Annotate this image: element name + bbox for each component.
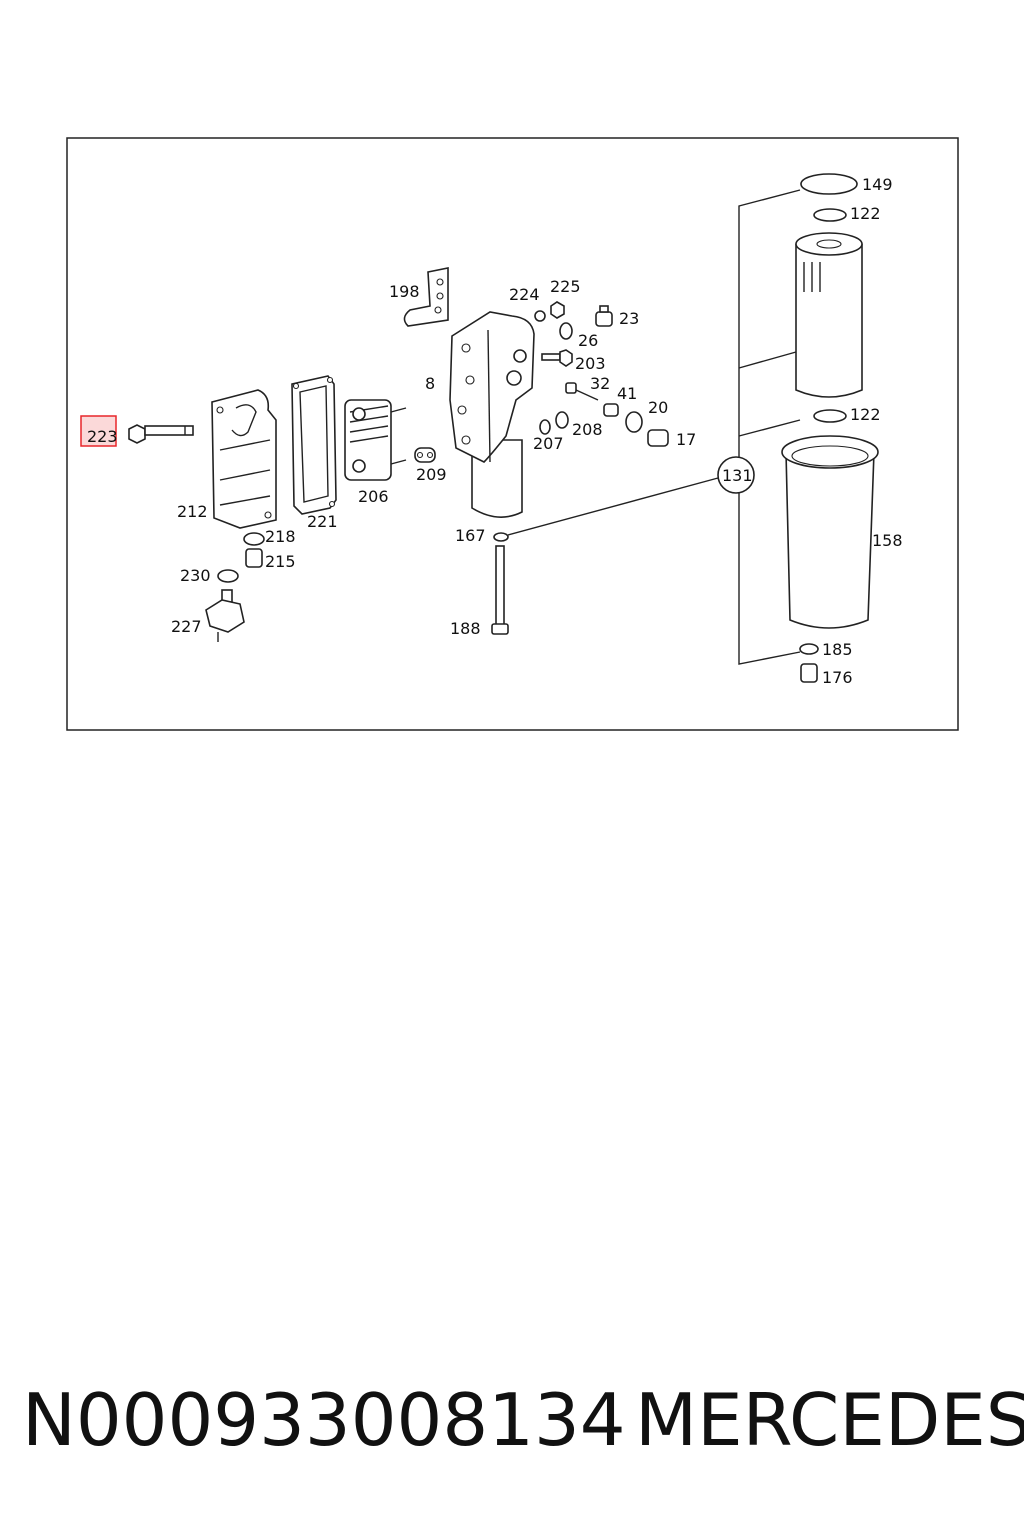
part-bracket-198 — [403, 267, 449, 327]
part-seal-122-bottom — [813, 409, 847, 423]
part-oring-149 — [800, 173, 858, 195]
part-plug-215 — [245, 548, 263, 568]
callout-212: 212 — [177, 502, 208, 521]
part-washer-167 — [493, 532, 509, 542]
callout-131: 131 — [722, 466, 753, 485]
callout-208: 208 — [572, 420, 603, 439]
part-nut-225 — [550, 301, 565, 319]
highlight-box-223[interactable] — [80, 415, 117, 447]
part-filter-housing-8 — [449, 311, 535, 518]
brand-caption: MERCEDES — [635, 1378, 1024, 1462]
part-plug-23 — [595, 305, 613, 327]
callout-218: 218 — [265, 527, 296, 546]
callout-221: 221 — [307, 512, 338, 531]
part-bolt-203 — [541, 349, 573, 367]
group-bracket-131 — [507, 189, 801, 665]
part-ring-185 — [799, 643, 819, 655]
part-filter-bowl-158 — [781, 435, 879, 629]
parts-diagram: 223 — [66, 137, 959, 731]
part-seal-208 — [555, 411, 569, 429]
part-number-caption: N000933008134 — [22, 1378, 626, 1462]
part-ring-218 — [243, 532, 265, 546]
callout-122-top: 122 — [850, 204, 881, 223]
part-sensor-227 — [205, 589, 245, 642]
part-filter-element — [795, 232, 863, 398]
callout-32: 32 — [590, 374, 610, 393]
callout-149: 149 — [862, 175, 893, 194]
part-washer-230 — [217, 569, 239, 583]
part-seal-122-top — [813, 208, 847, 222]
part-spring-41 — [603, 403, 619, 417]
callout-224: 224 — [509, 285, 540, 304]
callout-17: 17 — [676, 430, 696, 449]
diagram-frame — [66, 137, 959, 731]
part-ring-26 — [559, 322, 573, 340]
callout-206: 206 — [358, 487, 389, 506]
callout-215: 215 — [265, 552, 296, 571]
part-washer-224 — [534, 310, 546, 322]
callout-8: 8 — [425, 374, 435, 393]
part-bolt-188 — [491, 545, 509, 635]
callout-185: 185 — [822, 640, 853, 659]
callout-225: 225 — [550, 277, 581, 296]
part-bolt-223 — [128, 424, 194, 444]
callout-230: 230 — [180, 566, 211, 585]
part-oil-cooler-206 — [344, 399, 407, 481]
callout-41: 41 — [617, 384, 637, 403]
callout-207: 207 — [533, 434, 564, 453]
callout-223: 223 — [87, 427, 118, 446]
callout-176: 176 — [822, 668, 853, 687]
callout-203: 203 — [575, 354, 606, 373]
part-plug-17 — [647, 429, 669, 447]
callout-227: 227 — [171, 617, 202, 636]
callout-209: 209 — [416, 465, 447, 484]
callout-20: 20 — [648, 398, 668, 417]
callout-188: 188 — [450, 619, 481, 638]
part-washer-20 — [625, 411, 643, 433]
part-gasket-221 — [291, 375, 337, 515]
callout-122-bottom: 122 — [850, 405, 881, 424]
part-drain-plug-176 — [800, 663, 818, 683]
callout-26: 26 — [578, 331, 598, 350]
callout-167: 167 — [455, 526, 486, 545]
callout-198: 198 — [389, 282, 420, 301]
callout-158: 158 — [872, 531, 903, 550]
part-pin-32 — [565, 382, 599, 401]
part-housing-212 — [211, 389, 277, 529]
callout-23: 23 — [619, 309, 639, 328]
part-seal-209 — [414, 447, 436, 463]
part-washer-207 — [539, 419, 551, 435]
